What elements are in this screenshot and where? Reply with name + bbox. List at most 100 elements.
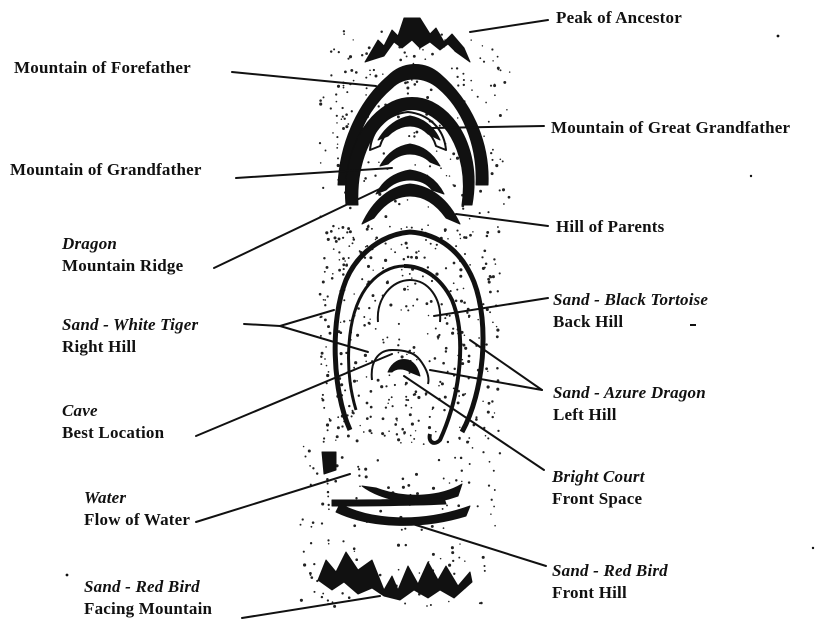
stipple-dot xyxy=(416,81,418,83)
stipple-dot xyxy=(346,231,348,233)
stipple-dot xyxy=(400,228,402,230)
stipple-dot xyxy=(384,435,386,437)
label-bright-court-regular: Front Space xyxy=(552,488,645,510)
stipple-dot xyxy=(450,290,452,292)
stipple-dot xyxy=(411,442,412,443)
label-cave: Cave Best Location xyxy=(62,400,164,444)
stipple-dot xyxy=(411,227,413,229)
stipple-dot xyxy=(346,91,348,93)
label-dragon-regular: Mountain Ridge xyxy=(62,255,183,277)
stipple-dot xyxy=(499,272,501,274)
stipple-dot xyxy=(401,269,403,271)
stipple-dot xyxy=(506,109,508,111)
stipple-dot xyxy=(402,275,404,277)
stipple-dot xyxy=(321,352,324,355)
stipple-dot xyxy=(398,323,400,325)
stipple-dot xyxy=(446,504,448,506)
stipple-dot xyxy=(337,157,339,159)
stipple-dot xyxy=(352,411,355,414)
stipple-dot xyxy=(353,238,356,241)
stipple-dot xyxy=(478,337,480,339)
stipple-dot xyxy=(327,599,329,601)
stipple-dot xyxy=(330,107,332,109)
stipple-dot xyxy=(487,411,490,414)
stipple-dot xyxy=(468,355,471,358)
stipple-dot xyxy=(350,69,353,72)
stipple-dot xyxy=(414,282,416,284)
leader-cave xyxy=(196,354,392,436)
stipple-dot xyxy=(348,257,350,259)
stipple-dot xyxy=(330,74,332,76)
stipple-dot xyxy=(407,309,409,311)
stipple-dot xyxy=(448,564,451,567)
stipple-dot xyxy=(371,432,373,434)
stipple-dot xyxy=(365,52,368,55)
stipple-dot xyxy=(472,447,474,449)
stipple-dot xyxy=(387,486,390,489)
stipple-dot xyxy=(348,405,350,407)
stipple-dot xyxy=(440,303,442,305)
stipple-dot xyxy=(491,159,493,161)
stipple-dot xyxy=(432,553,435,556)
stipple-dot xyxy=(400,442,402,444)
stipple-dot xyxy=(434,357,437,360)
stipple-dot xyxy=(412,305,414,307)
stipple-dot xyxy=(352,237,354,239)
stipple-dot xyxy=(469,463,471,465)
stipple-dot xyxy=(316,472,318,474)
stipple-dot xyxy=(342,127,345,130)
stipple-dot xyxy=(401,428,404,431)
label-red-bird-facing: Sand - Red Bird Facing Mountain xyxy=(84,576,212,620)
stipple-dot xyxy=(431,280,433,282)
stipple-dot xyxy=(322,394,324,396)
stipple-dot xyxy=(437,335,440,338)
stipple-dot xyxy=(344,118,346,120)
stipple-dot xyxy=(380,385,383,388)
stipple-dot xyxy=(389,303,392,306)
stipple-dot xyxy=(451,551,454,554)
stipple-dot xyxy=(370,416,372,418)
stipple-dot xyxy=(349,207,352,210)
stipple-dot xyxy=(461,481,463,483)
stipple-dot xyxy=(479,190,482,193)
leader-white-tiger-c xyxy=(280,326,368,352)
stipple-dot xyxy=(459,427,461,429)
stipple-dot xyxy=(321,502,324,505)
stipple-dot xyxy=(327,491,329,493)
stipple-dot xyxy=(323,96,325,98)
stipple-dot xyxy=(357,466,359,468)
stipple-dot xyxy=(348,245,350,247)
stipple-dot xyxy=(401,244,403,246)
stipple-dot xyxy=(488,485,490,487)
stipple-dot xyxy=(374,175,376,177)
stipple-dot xyxy=(406,87,409,90)
front-hill-shape xyxy=(332,498,446,506)
stipple-dot xyxy=(394,200,397,203)
stipple-dot xyxy=(447,441,449,443)
stipple-dot xyxy=(313,563,315,565)
stipple-dot xyxy=(366,87,368,89)
stipple-dot xyxy=(408,135,410,137)
stipple-dot xyxy=(471,89,473,91)
stipple-dot xyxy=(320,363,322,365)
stipple-dot xyxy=(491,48,493,50)
stipple-dot xyxy=(354,551,355,552)
label-red-bird-facing-regular: Facing Mountain xyxy=(84,598,212,620)
stipple-dot xyxy=(351,110,353,112)
stipple-dot xyxy=(481,256,483,258)
stipple-dot xyxy=(490,276,493,279)
stipple-dot xyxy=(403,288,406,291)
stipple-dot xyxy=(407,199,409,201)
stipple-dot xyxy=(444,230,446,232)
stipple-dot xyxy=(495,263,497,265)
stipple-dot xyxy=(334,480,337,483)
stipple-dot xyxy=(347,227,350,230)
stipple-dot xyxy=(327,495,329,497)
stipple-dot xyxy=(406,247,408,249)
stipple-dot xyxy=(508,196,511,199)
stipple-dot xyxy=(459,275,462,278)
stipple-dot xyxy=(413,346,416,349)
stipple-dot xyxy=(353,524,356,527)
stipple-dot xyxy=(402,478,405,481)
stipple-dot xyxy=(496,335,499,338)
